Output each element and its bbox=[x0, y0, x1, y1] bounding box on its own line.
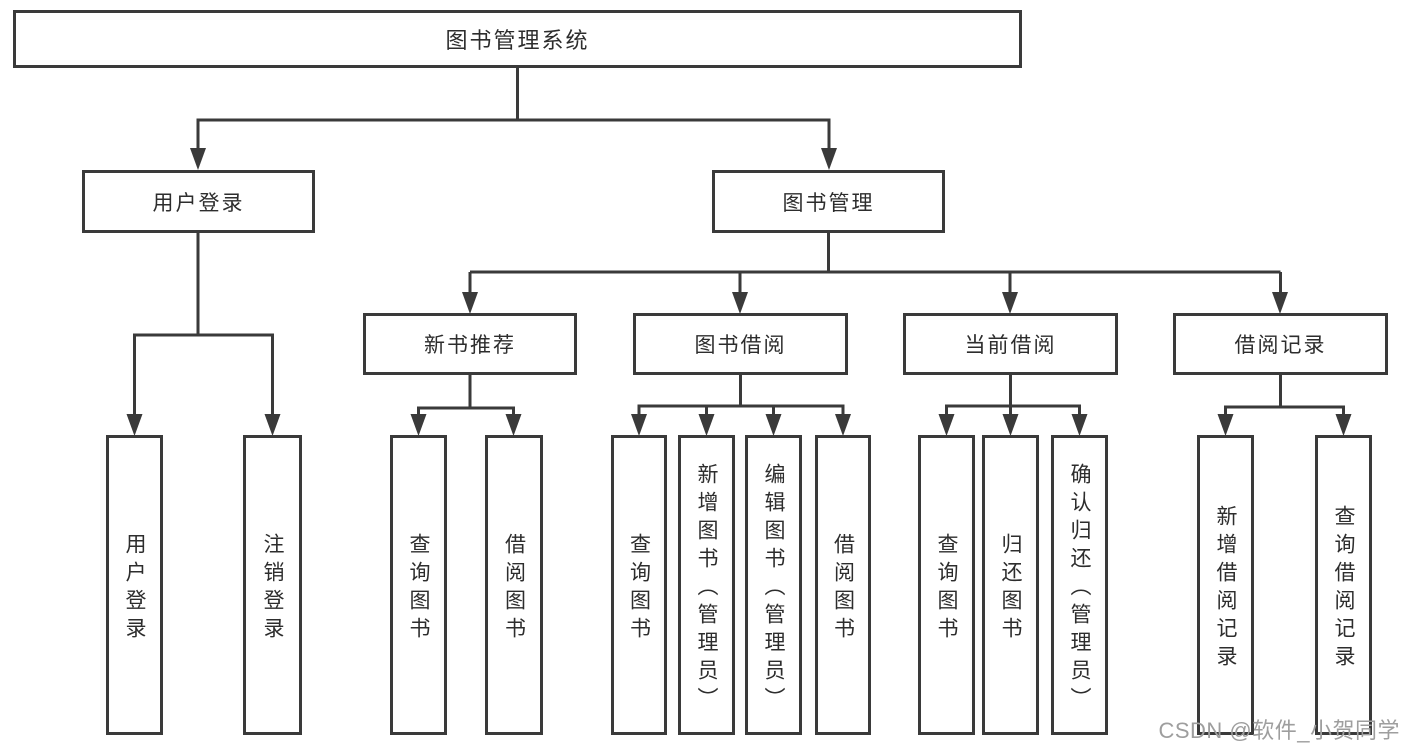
node-borrow-records: 借阅记录 bbox=[1173, 313, 1388, 375]
node-user-login: 用户登录 bbox=[82, 170, 315, 233]
leaf-logout-login: 注销登录 bbox=[243, 435, 302, 735]
leaf-confirm-return-admin: 确认归还（管理员） bbox=[1051, 435, 1108, 735]
leaf-add-book-admin: 新增图书（管理员） bbox=[678, 435, 735, 735]
leaf-query-book-borrow: 查询图书 bbox=[611, 435, 667, 735]
node-root-system: 图书管理系统 bbox=[13, 10, 1022, 68]
leaf-query-book-recommend: 查询图书 bbox=[390, 435, 447, 735]
leaf-add-borrow-record: 新增借阅记录 bbox=[1197, 435, 1254, 735]
leaf-borrow-book: 借阅图书 bbox=[815, 435, 871, 735]
leaf-borrow-book-recommend: 借阅图书 bbox=[485, 435, 543, 735]
node-book-management: 图书管理 bbox=[712, 170, 945, 233]
csdn-watermark: CSDN @软件_小贺同学 bbox=[1158, 718, 1400, 743]
leaf-query-borrow-record: 查询借阅记录 bbox=[1315, 435, 1372, 735]
node-new-book-recommend: 新书推荐 bbox=[363, 313, 577, 375]
node-book-borrow: 图书借阅 bbox=[633, 313, 848, 375]
leaf-edit-book-admin: 编辑图书（管理员） bbox=[745, 435, 802, 735]
leaf-return-book: 归还图书 bbox=[982, 435, 1039, 735]
leaf-query-book-current: 查询图书 bbox=[918, 435, 975, 735]
node-current-borrow: 当前借阅 bbox=[903, 313, 1118, 375]
leaf-user-login: 用户登录 bbox=[106, 435, 163, 735]
arrowheads bbox=[126, 148, 1352, 436]
